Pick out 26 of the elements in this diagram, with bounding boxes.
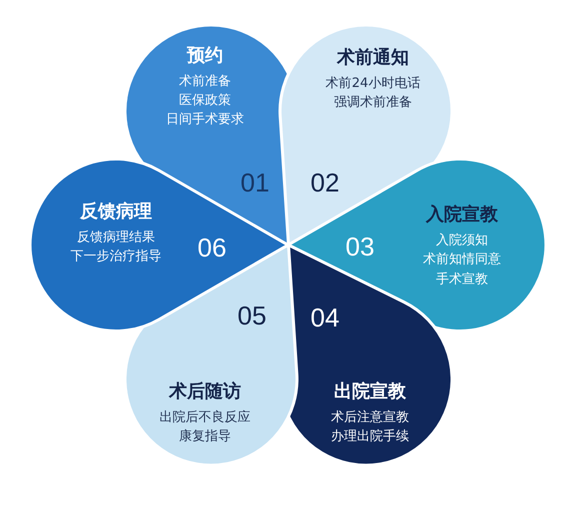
petal-title: 出院宣教 (334, 380, 406, 403)
petal-title: 预约 (187, 44, 223, 68)
petal-title: 术前通知 (337, 46, 409, 69)
step-number: 06 (198, 232, 226, 264)
petal-text: 康复指导 (179, 429, 231, 446)
step-number: 01 (240, 167, 270, 198)
petal-text: 入院须知 (436, 233, 488, 250)
petal-text: 术前知情同意 (423, 252, 501, 269)
step-number: 02 (310, 167, 340, 198)
step-number: 05 (238, 300, 266, 332)
petal-text: 术后注意宣教 (331, 410, 409, 426)
petal-text: 手术宣教 (436, 272, 488, 288)
step-number: 04 (310, 302, 340, 334)
petal-text: 日间手术要求 (166, 112, 244, 129)
petal-text: 反馈病理结果 (77, 230, 155, 246)
petal-text: 医保政策 (179, 93, 231, 110)
step-number: 03 (346, 232, 374, 262)
petal-title: 反馈病理 (80, 200, 152, 223)
petal-text: 术前24小时电话 (326, 76, 420, 92)
petal-text: 下一步治疗指导 (70, 249, 162, 266)
petal-text: 办理出院手续 (331, 429, 409, 446)
petal-text: 强调术前准备 (334, 94, 412, 112)
petal-title: 术后随访 (169, 380, 241, 403)
petal-text: 出院后不良反应 (160, 410, 250, 426)
petal-text: 术前准备 (179, 74, 231, 90)
petal-title: 入院宣教 (426, 203, 498, 226)
